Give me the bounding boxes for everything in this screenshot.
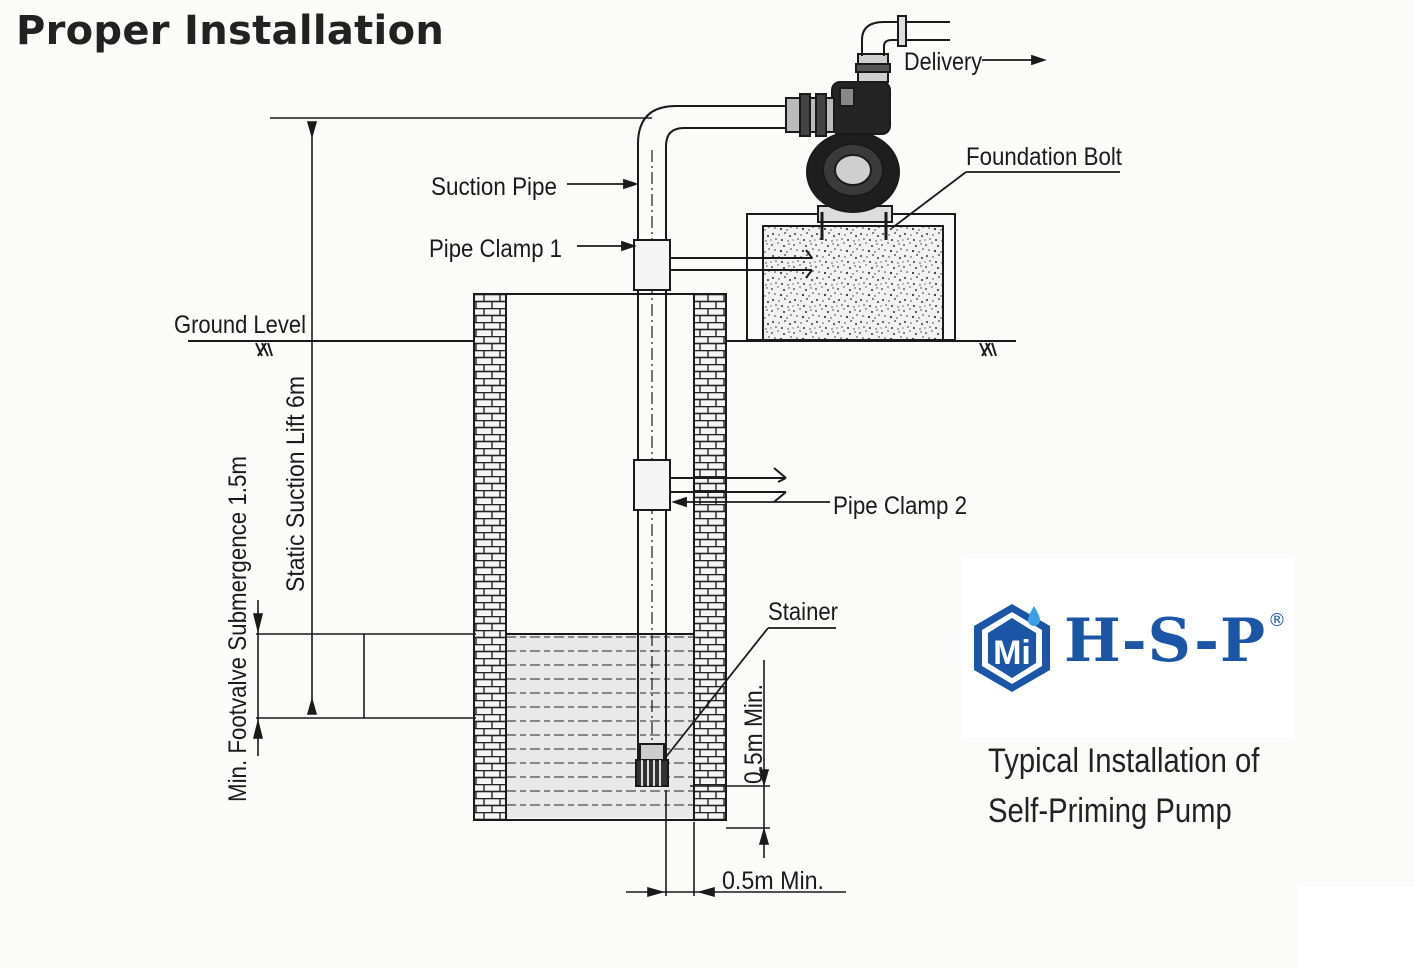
brand-logo-mark: Mi [993,634,1031,672]
well-wall-left [473,293,507,821]
page-title: Proper Installation [16,8,445,54]
label-stainer: Stainer [768,598,838,626]
well [473,293,727,821]
label-min-clearance-vertical: 0.5m Min. [740,684,768,784]
label-ground-level: Ground Level [174,311,306,339]
caption-line-1: Typical Installation of [988,742,1260,780]
pipe-clamp-1-body [633,239,671,291]
brand-name: H-S-P [1064,606,1267,676]
concrete-block [762,225,944,341]
label-pipe-clamp-2: Pipe Clamp 2 [833,492,967,520]
foundation [746,213,956,341]
label-delivery: Delivery [904,48,982,76]
dimension-lines [252,117,846,898]
caption-line-2: Self-Priming Pump [988,792,1232,830]
pipe-clamps [633,239,813,511]
label-static-suction-lift: Static Suction Lift 6m [282,376,310,592]
label-suction-pipe: Suction Pipe [431,173,557,201]
pipe-clamp-2-body [633,459,671,511]
strainer [635,743,669,787]
well-water [506,634,696,818]
label-min-footvalve-submergence: Min. Footvalve Submergence 1.5m [224,456,252,802]
suction-pipe [637,105,786,760]
leader-lines [567,54,1120,763]
diagram-caption: Typical Installation of Self-Priming Pum… [988,736,1259,836]
delivery-pipe [861,15,950,56]
pump [785,53,900,240]
well-wall-right [693,293,727,821]
registered-mark: ® [1268,610,1286,631]
corner-panel [1298,886,1414,968]
brand-logo-icon: Mi [974,604,1050,692]
diagram-labels: Delivery Foundation Bolt Suction Pipe Pi… [174,48,1122,895]
label-foundation-bolt: Foundation Bolt [966,143,1122,171]
label-pipe-clamp-1: Pipe Clamp 1 [429,235,562,263]
label-min-clearance-horizontal: 0.5m Min. [722,867,824,895]
